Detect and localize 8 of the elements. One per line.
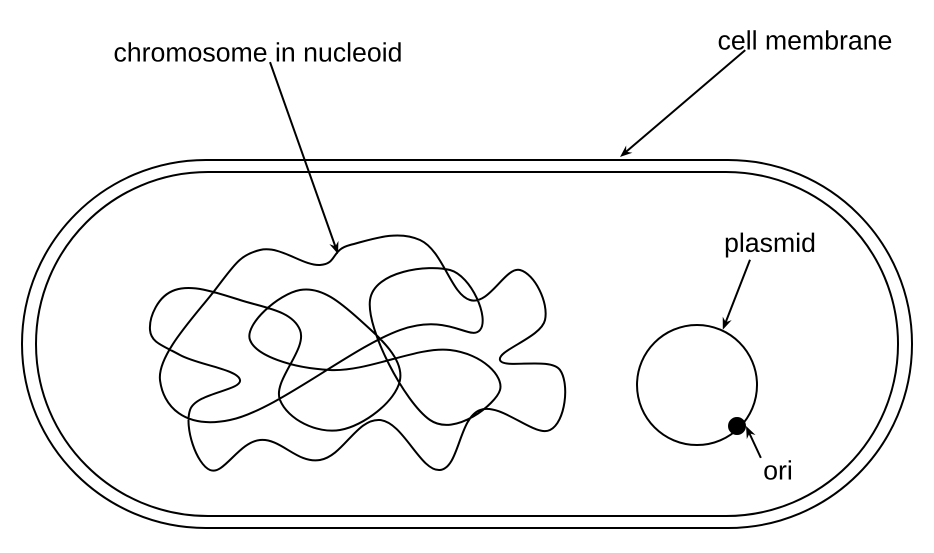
- label: ori: [764, 460, 792, 480]
- ori-dot: [728, 417, 746, 435]
- chromosome-drawing: [148, 234, 566, 472]
- plasmid-circle: [636, 324, 758, 446]
- cell-membrane-drawing: [21, 159, 914, 529]
- label: cell membrane: [718, 30, 892, 50]
- label: plasmid: [726, 232, 814, 258]
- label: chromosome in nucleoid: [114, 42, 401, 62]
